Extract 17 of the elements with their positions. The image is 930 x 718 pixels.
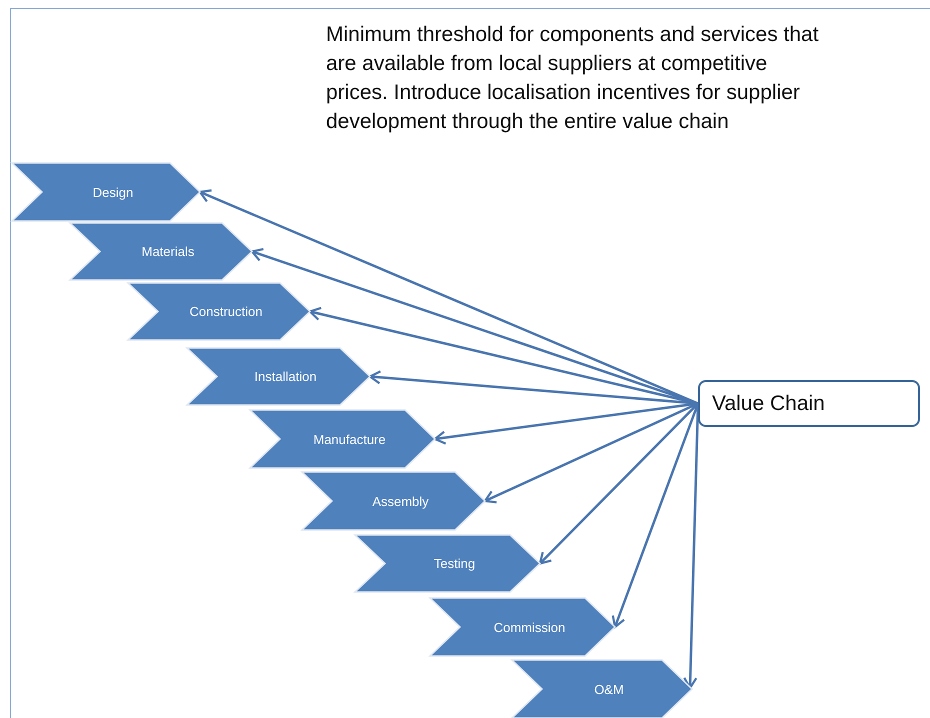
step-label: Assembly (372, 494, 429, 508)
label-box (698, 380, 920, 427)
arrow (198, 189, 698, 405)
step-label: Manufacture (313, 432, 386, 446)
arrow (612, 403, 700, 628)
step-label: Construction (190, 304, 262, 319)
step-label: Installation (254, 369, 317, 384)
step-label: Materials (142, 244, 194, 259)
step-label: Commission (494, 620, 566, 634)
arrow (250, 248, 698, 405)
box-label: Value Chain (712, 392, 825, 416)
step-label: Testing (434, 556, 476, 571)
note-text: Minimum threshold for components and services that are available from local suppliers at competitive prices. Introduce localisation incentives for supplier development through the entire value chain (326, 22, 820, 135)
arrow (538, 402, 699, 565)
step-label: Design (92, 184, 134, 200)
step-label: O&M (594, 682, 624, 696)
arrow (308, 306, 698, 405)
